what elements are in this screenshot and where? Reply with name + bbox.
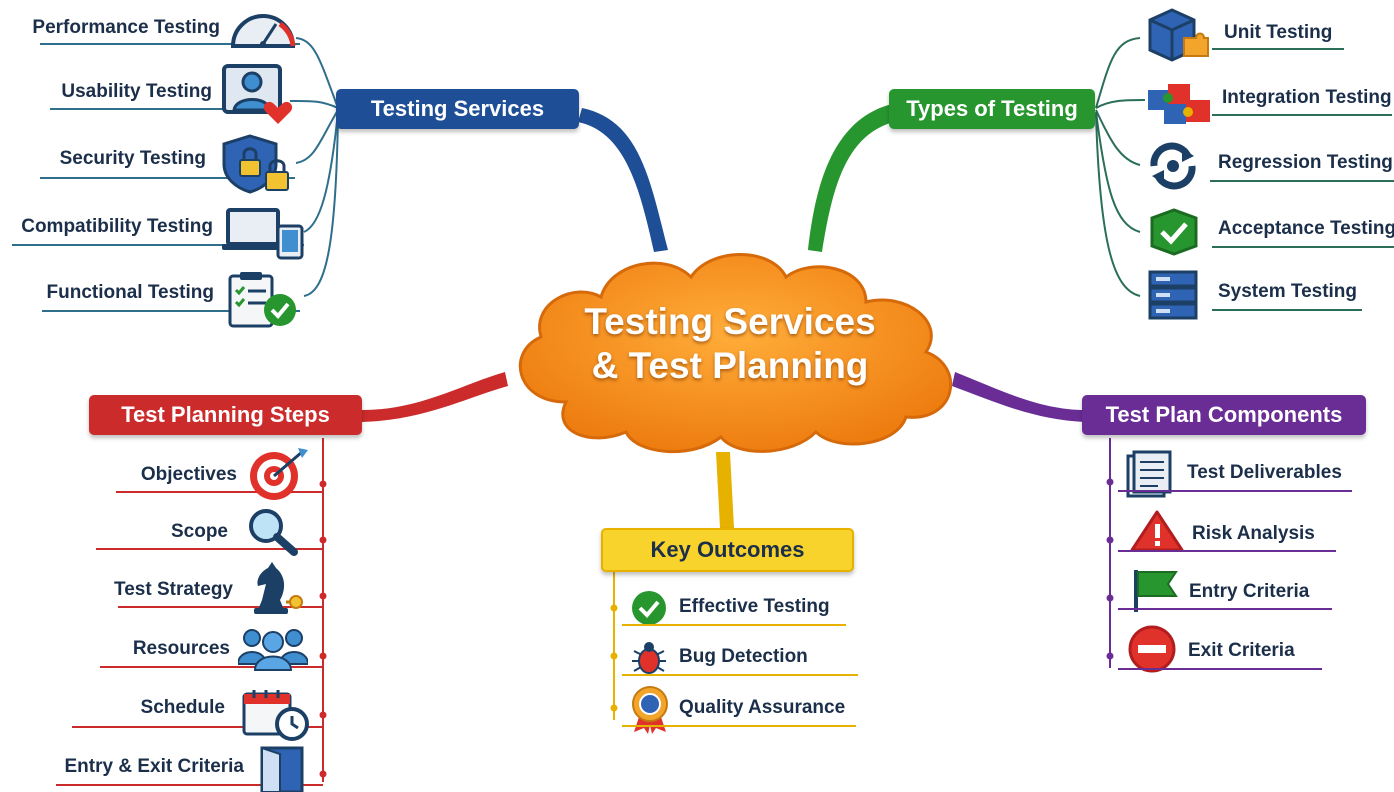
item-regression-testing: Regression Testing bbox=[1218, 152, 1393, 173]
center-cloud bbox=[518, 253, 953, 454]
component-entry-criteria: Entry Criteria bbox=[1189, 581, 1310, 602]
flag-icon bbox=[1134, 570, 1178, 612]
magnifier-icon bbox=[249, 509, 298, 556]
services-branch-line bbox=[578, 108, 668, 252]
target-icon bbox=[250, 448, 308, 500]
outcome-bug-detection: Bug Detection bbox=[679, 646, 808, 667]
item-integration-testing: Integration Testing bbox=[1222, 87, 1392, 108]
planning-branch-line bbox=[362, 372, 508, 422]
step-entry-exit-criteria: Entry & Exit Criteria bbox=[64, 756, 245, 777]
shield-lock-icon bbox=[222, 134, 289, 194]
item-usability-testing: Usability Testing bbox=[61, 81, 212, 102]
test-planning-steps-header[interactable]: Test Planning Steps bbox=[89, 395, 362, 435]
item-compatibility-testing: Compatibility Testing bbox=[21, 216, 213, 237]
step-scope: Scope bbox=[170, 521, 228, 542]
step-objectives: Objectives bbox=[140, 464, 237, 485]
outcomes-branch-line bbox=[716, 452, 734, 528]
user-heart-icon bbox=[222, 64, 293, 124]
center-title: Testing Services & Test Planning bbox=[540, 300, 920, 388]
stop-icon bbox=[1128, 625, 1176, 673]
outcome-effective-testing: Effective Testing bbox=[679, 596, 830, 617]
item-security-testing: Security Testing bbox=[59, 148, 206, 169]
item-functional-testing: Functional Testing bbox=[46, 282, 214, 303]
center-title-line1: Testing Services bbox=[584, 301, 876, 342]
badge-icon bbox=[632, 686, 668, 734]
document-icon bbox=[1126, 450, 1172, 498]
check-circle-icon bbox=[632, 591, 666, 625]
key-outcomes-header[interactable]: Key Outcomes bbox=[601, 528, 854, 572]
team-icon bbox=[238, 629, 308, 671]
item-system-testing: System Testing bbox=[1218, 281, 1358, 302]
warning-icon bbox=[1130, 510, 1184, 552]
testing-services-header[interactable]: Testing Services bbox=[336, 89, 579, 129]
check-box-icon bbox=[1150, 208, 1198, 256]
door-icon bbox=[260, 746, 304, 792]
cycle-icon bbox=[1150, 142, 1196, 190]
step-schedule: Schedule bbox=[140, 697, 225, 718]
speedometer-icon bbox=[230, 14, 296, 48]
puzzle-icon bbox=[1148, 84, 1210, 124]
item-acceptance-testing: Acceptance Testing bbox=[1218, 218, 1394, 239]
chess-knight-icon bbox=[254, 562, 303, 614]
calendar-clock-icon bbox=[242, 690, 309, 741]
server-icon bbox=[1148, 270, 1198, 320]
component-exit-criteria: Exit Criteria bbox=[1188, 640, 1295, 661]
devices-icon bbox=[222, 208, 304, 260]
item-performance-testing: Performance Testing bbox=[32, 17, 220, 38]
item-unit-testing: Unit Testing bbox=[1224, 22, 1333, 43]
center-title-line2: & Test Planning bbox=[591, 345, 869, 386]
types-of-testing-header[interactable]: Types of Testing bbox=[889, 89, 1095, 129]
outcome-quality-assurance: Quality Assurance bbox=[679, 697, 846, 718]
types-branch-line bbox=[808, 104, 894, 252]
components-branch-line bbox=[952, 372, 1085, 422]
step-test-strategy: Test Strategy bbox=[114, 579, 233, 600]
checklist-icon bbox=[228, 272, 296, 328]
bug-icon bbox=[632, 642, 666, 674]
component-risk-analysis: Risk Analysis bbox=[1192, 523, 1315, 544]
cube-puzzle-icon bbox=[1148, 8, 1209, 62]
component-test-deliverables: Test Deliverables bbox=[1187, 462, 1342, 483]
step-resources: Resources bbox=[132, 638, 230, 659]
test-plan-components-header[interactable]: Test Plan Components bbox=[1082, 395, 1366, 435]
